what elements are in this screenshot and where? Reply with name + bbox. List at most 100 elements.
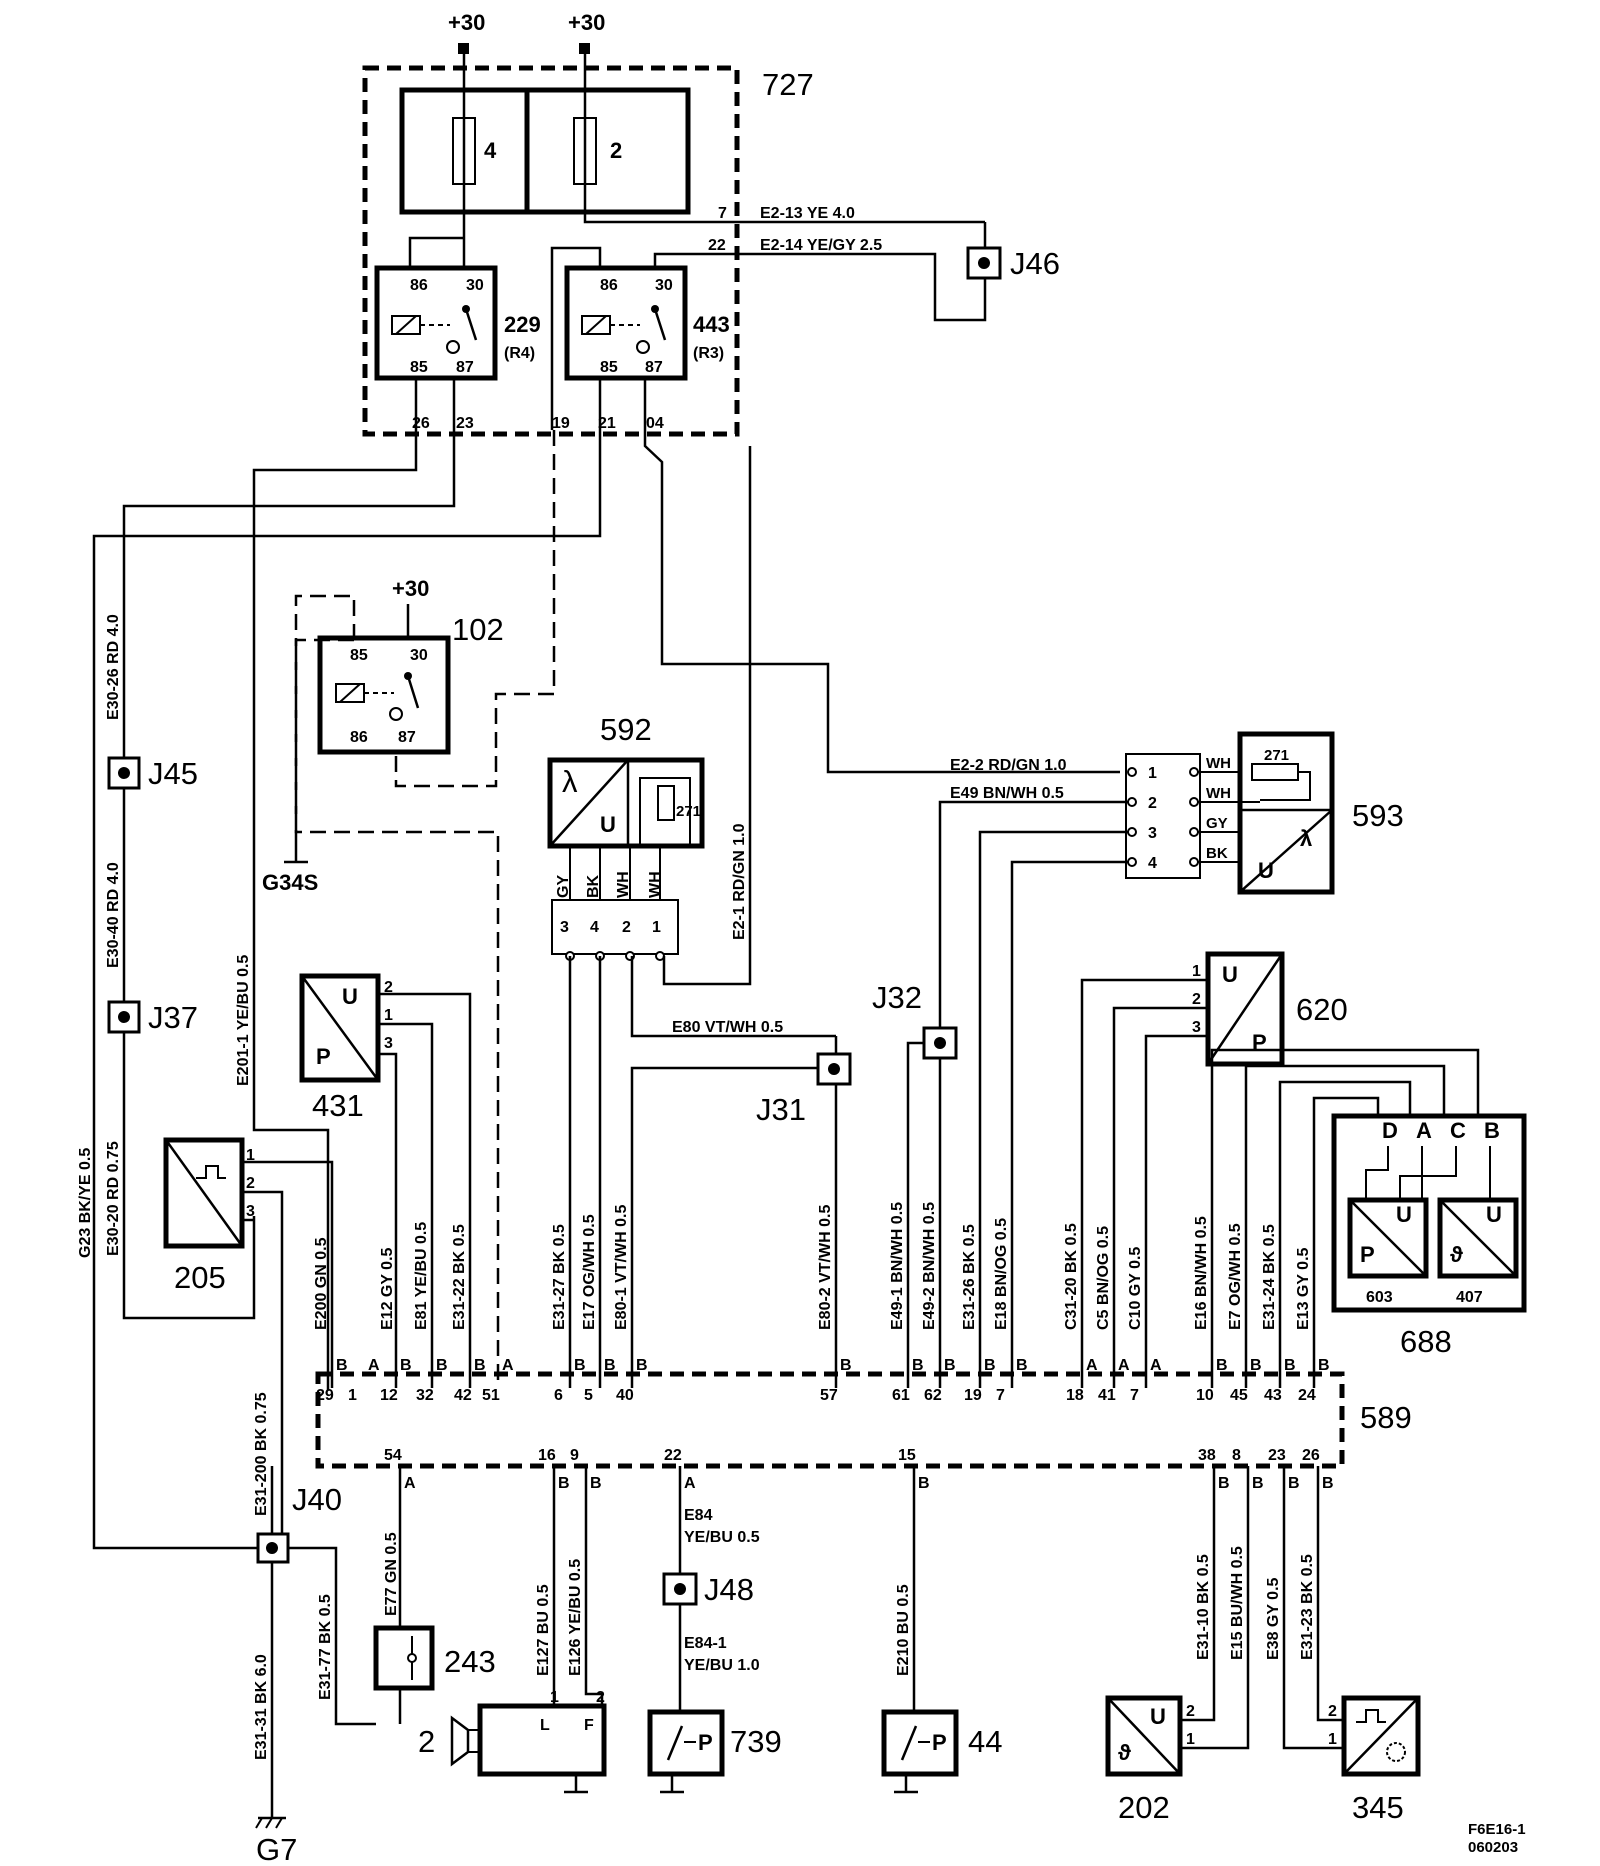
svg-text:739: 739	[730, 1724, 782, 1759]
relay-102: +30 102 85 30 86 87	[294, 430, 556, 1380]
svg-text:J31: J31	[756, 1092, 806, 1127]
ecu-bottom-pin: 8	[1232, 1447, 1241, 1464]
component-431: U P 431 2 1 3	[299, 973, 393, 1123]
relay-443-pin-87: 87	[645, 359, 663, 376]
ecu-top-conn: A	[1118, 1357, 1130, 1374]
svg-text:E31-27 BK 0.5: E31-27 BK 0.5	[551, 1224, 568, 1330]
svg-text:3: 3	[384, 1035, 393, 1052]
component-horn-2: 2 L F 1 2	[418, 1689, 607, 1794]
wire-e31-77: E31-77 BK 0.5	[317, 1594, 334, 1700]
svg-text:U: U	[1396, 1202, 1412, 1227]
svg-text:WH: WH	[615, 871, 632, 898]
svg-text:P: P	[698, 1730, 713, 1755]
ecu-bottom-conn: B	[1288, 1475, 1300, 1492]
ecu-bottom-pin: 16	[538, 1447, 556, 1464]
ecu-top-pin: 62	[924, 1387, 942, 1404]
svg-text:86: 86	[350, 729, 368, 746]
svg-text:603: 603	[1366, 1289, 1393, 1306]
ecu-top-pin: 29	[316, 1387, 334, 1404]
ecu-top-pin: 12	[380, 1387, 398, 1404]
svg-text:U: U	[1222, 962, 1238, 987]
svg-text:U: U	[1150, 1704, 1166, 1729]
fusebox-pin-19: 19	[552, 415, 570, 432]
svg-text:E49-1 BN/WH 0.5: E49-1 BN/WH 0.5	[889, 1202, 906, 1330]
svg-text:J46: J46	[1010, 246, 1060, 281]
svg-text:30: 30	[410, 647, 428, 664]
ecu-top-conn: B	[1216, 1357, 1228, 1374]
ecu-top-conn: B	[984, 1357, 996, 1374]
ecu-top-conn: B	[912, 1357, 924, 1374]
relay-229-pin-87: 87	[456, 359, 474, 376]
svg-text:1: 1	[1186, 1731, 1195, 1748]
ecu-bottom-conn: B	[918, 1475, 930, 1492]
ecu-top-conn: B	[574, 1357, 586, 1374]
fusebox-pin-04: 04	[646, 415, 664, 432]
ecu-top-conn: A	[1150, 1357, 1162, 1374]
ecu-bottom-conn: B	[1218, 1475, 1230, 1492]
fusebox-id: 727	[762, 67, 814, 102]
svg-text:3: 3	[246, 1203, 255, 1220]
wire-e84-1: E84-1	[684, 1635, 727, 1652]
junction-j45: J45	[107, 756, 198, 791]
svg-text:E17 OG/WH 0.5: E17 OG/WH 0.5	[581, 1214, 598, 1330]
svg-text:E81 YE/BU 0.5: E81 YE/BU 0.5	[413, 1222, 430, 1330]
ecu-top-pin: 32	[416, 1387, 434, 1404]
wire-e80: E80 VT/WH 0.5	[672, 1019, 783, 1036]
supply-left: +30	[448, 10, 485, 35]
svg-text:1: 1	[246, 1147, 255, 1164]
svg-text:E18 BN/OG 0.5: E18 BN/OG 0.5	[993, 1218, 1010, 1330]
fuse-4-label: 4	[484, 138, 497, 163]
svg-text:2: 2	[1186, 1703, 1195, 1720]
svg-text:A: A	[1416, 1118, 1432, 1143]
component-620: U P 620 1 2 3	[1192, 951, 1348, 1067]
ecu-589: 589 29B1A12B32B42B51A6B5B40B57B61B62B19B…	[315, 1357, 1412, 1492]
svg-text:2: 2	[1192, 991, 1201, 1008]
svg-text:ϑ: ϑ	[1118, 1740, 1131, 1765]
svg-text:U: U	[1258, 858, 1274, 883]
svg-text:WH: WH	[1206, 755, 1231, 772]
ecu-bottom-pin: 38	[1198, 1447, 1216, 1464]
svg-text:1: 1	[384, 1007, 393, 1024]
ecu-top-conn: B	[1016, 1357, 1028, 1374]
wire-e201-1: E201-1 YE/BU 0.5	[235, 955, 252, 1086]
ecu-top-pin: 10	[1196, 1387, 1214, 1404]
svg-text:J37: J37	[148, 1000, 198, 1035]
svg-text:G34S: G34S	[262, 870, 318, 895]
ecu-top-conn: B	[604, 1357, 616, 1374]
592-pin-3: 3	[560, 919, 569, 936]
ecu-top-conn: B	[1250, 1357, 1262, 1374]
component-44: P 44	[881, 1709, 1002, 1794]
svg-text:E80-1 VT/WH 0.5: E80-1 VT/WH 0.5	[613, 1205, 630, 1330]
svg-text:GY: GY	[1206, 815, 1228, 832]
592-pin-1: 1	[652, 919, 661, 936]
junction-j32: J32	[872, 980, 958, 1060]
svg-text:87: 87	[398, 729, 416, 746]
svg-text:P: P	[932, 1730, 947, 1755]
relay-443: 86 30 85 87 443 (R3)	[564, 265, 730, 381]
svg-text:C10 GY 0.5: C10 GY 0.5	[1127, 1247, 1144, 1330]
relay-229-pin-85: 85	[410, 359, 428, 376]
svg-text:1: 1	[1192, 963, 1201, 980]
wire-e30-26: E30-26 RD 4.0	[105, 614, 122, 720]
ecu-top-conn: B	[474, 1357, 486, 1374]
svg-text:E49-2 BN/WH 0.5: E49-2 BN/WH 0.5	[921, 1202, 938, 1330]
svg-text:BK: BK	[585, 874, 602, 898]
fusebox-727: 727 +30 +30 4 2 86 30 85 87 229 (R4)	[362, 10, 987, 437]
svg-text:44: 44	[968, 1724, 1002, 1759]
svg-text:L: L	[540, 1717, 550, 1734]
svg-text:3: 3	[1192, 1019, 1201, 1036]
svg-text:2: 2	[1328, 1703, 1337, 1720]
wire-e84: E84	[684, 1507, 713, 1524]
ecu-bottom-conn: B	[1322, 1475, 1334, 1492]
supply-right: +30	[568, 10, 605, 35]
svg-text:WH: WH	[1206, 785, 1231, 802]
ecu-top-pin: 7	[996, 1387, 1005, 1404]
wire-e2-13: E2-13 YE 4.0	[760, 205, 855, 222]
ecu-top-pin: 41	[1098, 1387, 1116, 1404]
component-345: 345 2 1	[1328, 1695, 1421, 1825]
ecu-top-pin: 7	[1130, 1387, 1139, 1404]
fusebox-pin-22: 22	[708, 237, 726, 254]
ecu-top-pin: 45	[1230, 1387, 1248, 1404]
relay-443-id: 443	[693, 312, 730, 337]
svg-text:1: 1	[550, 1689, 559, 1706]
